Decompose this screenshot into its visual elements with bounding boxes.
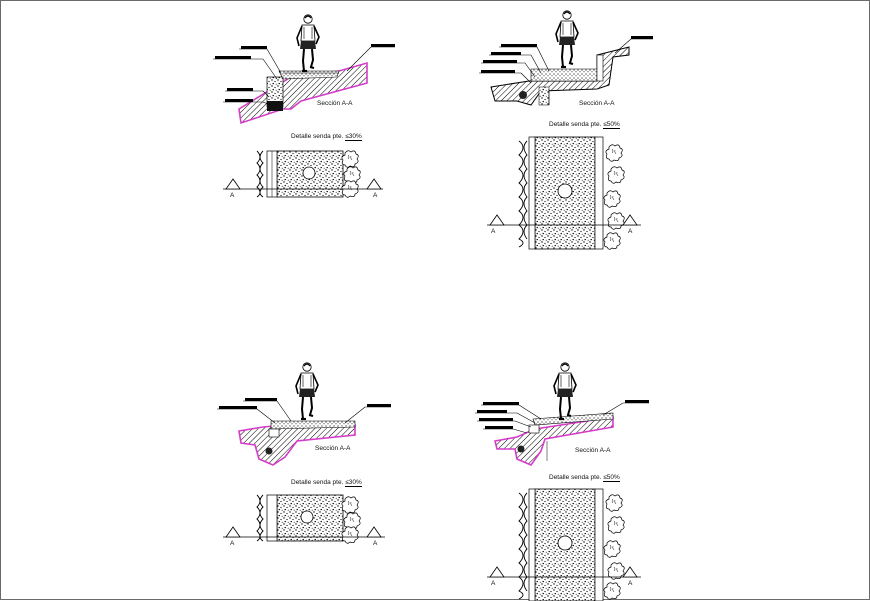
section-tl bbox=[213, 13, 395, 125]
detail-caption-bl: Detalle senda pte. ≤30% bbox=[291, 479, 362, 487]
slope-value-br: ≤50% bbox=[603, 474, 620, 482]
cut-mark-tl-right: A bbox=[373, 192, 378, 199]
section-label-tr: Sección A-A bbox=[579, 100, 615, 107]
section-br bbox=[475, 361, 649, 466]
section-label-bl: Sección A-A bbox=[315, 445, 351, 452]
plan-br bbox=[487, 488, 641, 601]
slope-value-tr: ≤50% bbox=[603, 121, 620, 129]
slope-value-tl: ≤30% bbox=[345, 133, 362, 141]
plan-tl bbox=[223, 150, 383, 198]
detail-caption-br: Detalle senda pte. ≤50% bbox=[549, 474, 620, 482]
plan-bl bbox=[223, 494, 385, 544]
plan-tr bbox=[487, 136, 641, 250]
detail-caption-tl: Detalle senda pte. ≤30% bbox=[291, 133, 362, 141]
section-label-tl: Sección A-A bbox=[317, 100, 353, 107]
detail-caption-tr: Detalle senda pte. ≤50% bbox=[549, 121, 620, 129]
cut-mark-tr-left: A bbox=[491, 228, 496, 235]
section-bl bbox=[217, 361, 391, 466]
cut-mark-bl-left: A bbox=[230, 540, 235, 547]
cut-mark-tl-left: A bbox=[230, 192, 235, 199]
cut-mark-bl-right: A bbox=[373, 540, 378, 547]
section-tr bbox=[479, 9, 653, 106]
section-label-br: Sección A-A bbox=[575, 447, 611, 454]
cut-mark-br-left: A bbox=[491, 580, 496, 587]
cut-mark-br-right: A bbox=[628, 580, 633, 587]
slope-value-bl: ≤30% bbox=[345, 479, 362, 487]
cut-mark-tr-right: A bbox=[628, 228, 633, 235]
